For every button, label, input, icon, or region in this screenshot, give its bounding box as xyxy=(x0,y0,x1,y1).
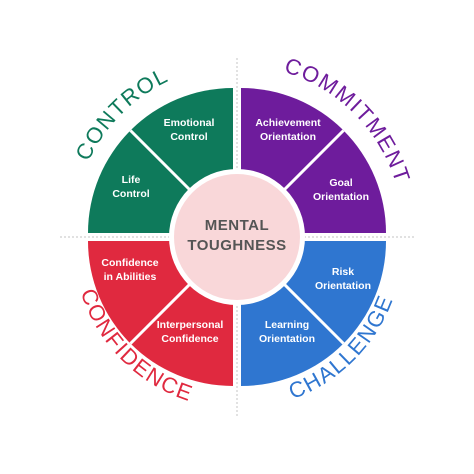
learning-orientation-label-line1: Learning xyxy=(265,319,309,331)
interpersonal-confidence-label-line2: Confidence xyxy=(161,333,218,345)
risk-orientation-label-line1: Risk xyxy=(332,266,354,278)
goal-orientation-label-line1: Goal xyxy=(329,177,352,189)
life-control-label-line1: Life xyxy=(122,174,141,186)
center-label-line1: MENTAL xyxy=(205,217,269,234)
life-control-label-line2: Control xyxy=(112,188,149,200)
risk-orientation-label-line2: Orientation xyxy=(315,280,371,292)
center-label-line2: TOUGHNESS xyxy=(187,237,286,254)
learning-orientation-label-line2: Orientation xyxy=(259,333,315,345)
achievement-orientation-label-line1: Achievement xyxy=(255,117,321,129)
confidence-in-abilities-label-line1: Confidence xyxy=(101,257,158,269)
confidence-in-abilities-label-line2: in Abilities xyxy=(104,271,157,283)
achievement-orientation-label-line2: Orientation xyxy=(260,131,316,143)
interpersonal-confidence-label-line1: Interpersonal xyxy=(157,319,224,331)
emotional-control-label-line2: Control xyxy=(170,131,207,143)
emotional-control-label-line1: Emotional xyxy=(164,117,215,129)
center-circle xyxy=(174,174,300,300)
goal-orientation-label-line2: Orientation xyxy=(313,191,369,203)
